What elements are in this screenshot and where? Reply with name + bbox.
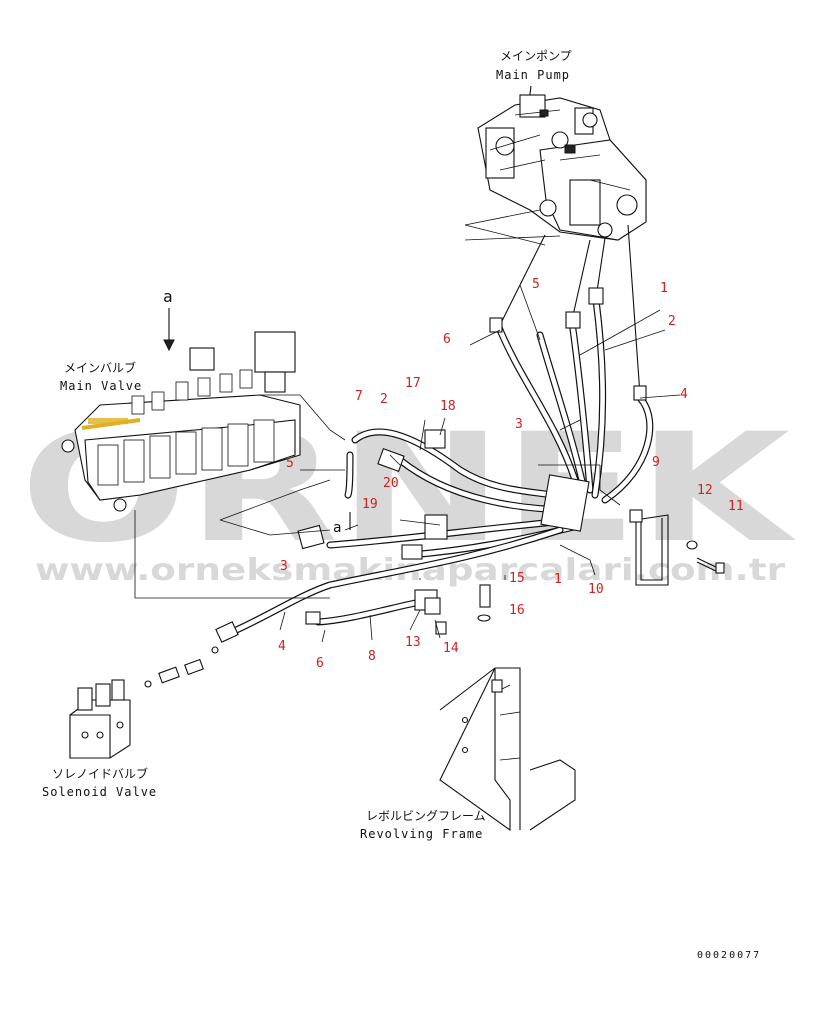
leader-lines bbox=[134, 209, 681, 643]
view-a-marker: a bbox=[333, 520, 341, 536]
callout-20: 20 bbox=[383, 476, 399, 491]
callout-13: 13 bbox=[405, 635, 421, 650]
main-pump: メインポンプ Main Pump bbox=[477, 49, 647, 241]
callout-10: 10 bbox=[588, 582, 604, 597]
main-valve-label-en: Main Valve bbox=[60, 379, 142, 393]
bracket-parts bbox=[424, 509, 725, 635]
callout-2-mid: 2 bbox=[380, 392, 388, 407]
solenoid-label-jp: ソレノイドバルブ bbox=[52, 766, 148, 781]
callout-2-top: 2 bbox=[668, 314, 676, 329]
callout-17: 17 bbox=[405, 376, 421, 391]
pump-hose-bundle bbox=[494, 296, 654, 504]
solenoid-valve: ソレノイドバルブ Solenoid Valve bbox=[42, 646, 219, 799]
revolving-frame: レボルビングフレーム Revolving Frame bbox=[360, 667, 576, 841]
view-a-label: a bbox=[163, 287, 173, 306]
callout-11: 11 bbox=[728, 499, 744, 514]
hoses bbox=[215, 224, 654, 643]
callout-16: 16 bbox=[509, 603, 525, 618]
callout-14: 14 bbox=[443, 641, 459, 656]
main-valve: a メインバルブ Main Valve bbox=[60, 287, 301, 512]
callout-15: 15 bbox=[509, 571, 525, 586]
main-valve-label-jp: メインバルブ bbox=[64, 360, 136, 375]
callout-8: 8 bbox=[368, 649, 376, 664]
frame-label-jp: レボルビングフレーム bbox=[366, 809, 486, 823]
solenoid-label-en: Solenoid Valve bbox=[42, 785, 157, 799]
callout-9: 9 bbox=[652, 455, 660, 470]
callout-numbers: 1 2 4 5 6 3 7 2 17 18 5 20 19 3 9 12 11 … bbox=[278, 277, 744, 671]
callout-6-top: 6 bbox=[443, 332, 451, 347]
callout-6-bottom: 6 bbox=[316, 656, 324, 671]
callout-18: 18 bbox=[440, 399, 456, 414]
callout-19: 19 bbox=[362, 497, 378, 512]
callout-5-top: 5 bbox=[532, 277, 540, 292]
document-number: 00020077 bbox=[697, 950, 761, 961]
callout-5-left: 5 bbox=[286, 456, 294, 471]
callout-1-bottom: 1 bbox=[554, 572, 562, 587]
callout-1-top: 1 bbox=[660, 281, 668, 296]
callout-7: 7 bbox=[355, 389, 363, 404]
callout-3-left: 3 bbox=[280, 559, 288, 574]
main-pump-label-jp: メインポンプ bbox=[500, 49, 572, 63]
callout-12: 12 bbox=[697, 483, 713, 498]
frame-label-en: Revolving Frame bbox=[360, 827, 483, 841]
callout-4-bottom: 4 bbox=[278, 639, 286, 654]
callout-3-mid: 3 bbox=[515, 417, 523, 432]
main-pump-label-en: Main Pump bbox=[496, 68, 570, 82]
callout-4-right: 4 bbox=[680, 387, 688, 402]
